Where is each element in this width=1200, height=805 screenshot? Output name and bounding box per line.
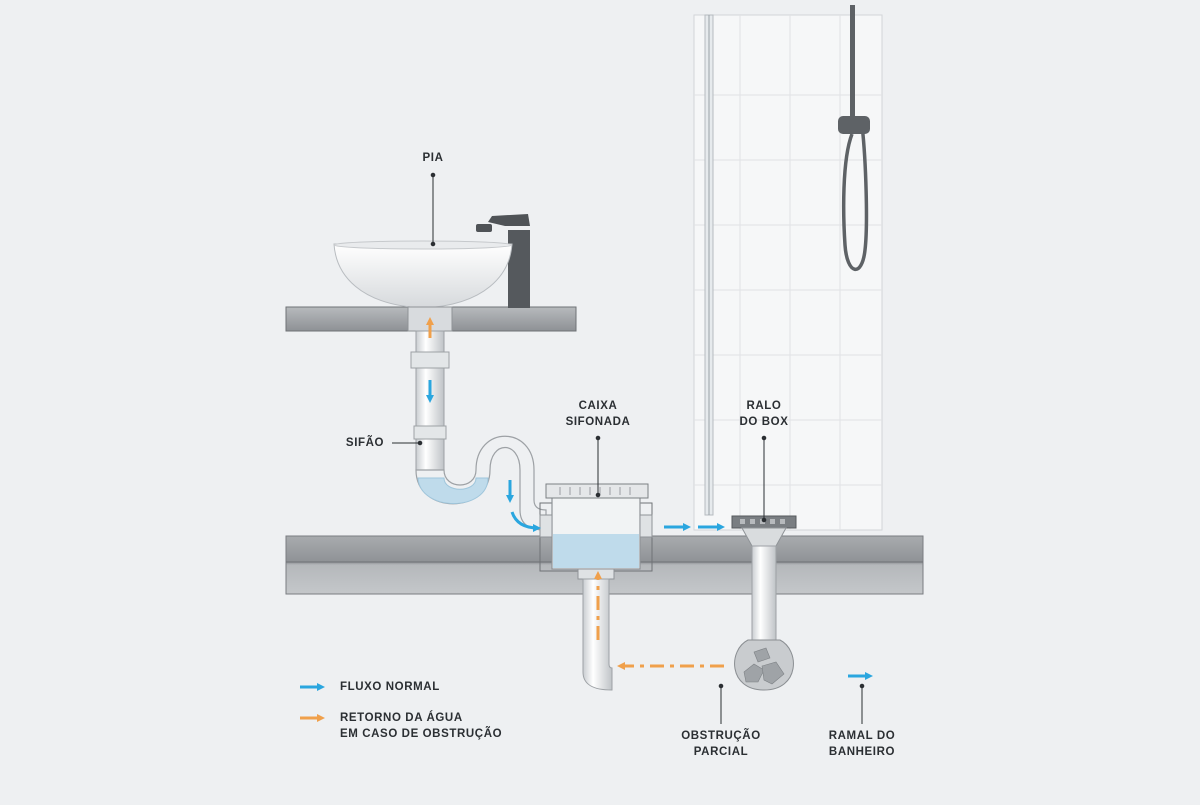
label-obstrucao-parcial: OBSTRUÇÃO PARCIAL [681, 730, 761, 758]
label-sifao: SIFÃO [345, 437, 385, 449]
debris [743, 647, 785, 685]
legend-normal-flow: FLUXO NORMAL [340, 681, 440, 693]
shower-drain [731, 515, 797, 691]
label-ramal-do-banheiro: RAMAL DO BANHEIRO [828, 730, 896, 758]
label-ralo-do-box: RALO DO BOX [739, 400, 789, 428]
label-caixa-sifonada: CAIXA SIFONADA [565, 400, 631, 428]
faucet [476, 214, 530, 308]
shower-fixture [838, 5, 870, 272]
normal-flow-arrows [426, 380, 725, 532]
sink-trap [410, 330, 547, 531]
backflow-arrows [426, 317, 724, 670]
flow-arrow-into-box [510, 511, 541, 532]
sink-bowl [333, 240, 513, 309]
floor-trap-box [539, 483, 653, 572]
legend-backflow: RETORNO DA ÁGUA EM CASO DE OBSTRUÇÃO [340, 712, 503, 740]
shower-enclosure [693, 5, 883, 531]
label-pia: PIA [422, 152, 444, 164]
outlet-pipe [577, 568, 615, 691]
leader-lines [392, 172, 865, 724]
